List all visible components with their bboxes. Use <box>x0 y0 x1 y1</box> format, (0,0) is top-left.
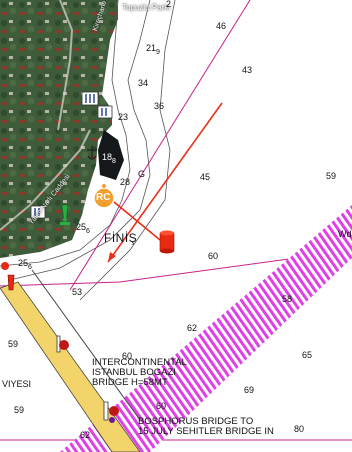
depth-label: 34 <box>138 78 149 88</box>
depth-label: G <box>138 169 146 179</box>
rc-marker-label: RC <box>96 192 111 203</box>
depth-label: 36 <box>154 101 165 111</box>
depth-label: 25 <box>76 222 87 232</box>
depth-label: 23 <box>118 112 129 122</box>
depth-label: 65 <box>302 350 313 360</box>
depth-label: 46 <box>216 21 227 31</box>
place-name-park: Topuzlu Parkı <box>122 3 171 12</box>
road <box>57 0 74 131</box>
boundary-line <box>69 0 251 291</box>
depth-label: 18 <box>102 152 113 162</box>
course-arrow <box>107 102 223 263</box>
restaurant-icon[interactable] <box>81 91 99 106</box>
traffic-lane <box>60 205 352 452</box>
red-buoy-icon[interactable] <box>1 262 9 270</box>
depth-label: 6 <box>28 264 32 271</box>
mark-icon[interactable] <box>56 335 69 353</box>
edge-label-left: VIYESI <box>2 379 32 389</box>
depth-label: 9 <box>156 49 160 56</box>
depth-label: 59 <box>326 171 337 181</box>
depth-label: 58 <box>282 294 293 304</box>
depth-label: 8 <box>112 158 116 165</box>
cove <box>98 130 124 180</box>
depth-label: 59 <box>14 405 25 415</box>
depth-label: 62 <box>80 430 91 440</box>
finish-label: FİNİŞ <box>104 231 138 245</box>
depth-contour <box>9 0 151 281</box>
depth-label: 25 <box>18 258 29 268</box>
depth-label: 60 <box>156 401 167 411</box>
bridge-cable <box>31 269 141 421</box>
depth-contour <box>79 0 176 301</box>
depth-label: 45 <box>200 172 211 182</box>
depth-label: 60 <box>122 351 133 361</box>
depth-contour <box>0 0 131 267</box>
bridge-label-intercontinental: INTERCONTINENTAL ISTANBUL BOGAZI BRIDGE … <box>92 357 187 388</box>
boundary-line <box>0 251 341 287</box>
rc-marker-icon[interactable] <box>93 184 115 209</box>
road <box>0 129 91 231</box>
course-arrow <box>107 196 161 241</box>
depth-label: 60 <box>208 251 219 261</box>
depth-label: 62 <box>187 323 198 333</box>
green-buoy-icon[interactable] <box>60 204 70 225</box>
depth-label: 6 <box>86 228 90 235</box>
depth-label: 43 <box>242 65 253 75</box>
red-buoy-icon[interactable] <box>7 274 15 291</box>
mark-icon[interactable] <box>103 401 119 423</box>
depth-label: 28 <box>120 177 131 187</box>
depth-label: 59 <box>8 339 19 349</box>
depth-label: 2 <box>166 0 172 9</box>
restaurant-icon[interactable] <box>30 205 46 219</box>
depth-label: 69 <box>244 385 255 395</box>
course-arrow-head <box>108 252 116 262</box>
restaurant-icon[interactable] <box>97 105 113 119</box>
bridge-label-bosphorus: BOSPHORUS BRIDGE TO 15 JULY SEHITLER BRI… <box>138 416 274 437</box>
depth-label: 53 <box>72 287 83 297</box>
anchor-icon <box>87 146 97 160</box>
red-buoy-icon[interactable] <box>159 230 175 254</box>
depth-label: 80 <box>294 424 305 434</box>
depth-label: 21 <box>146 43 157 53</box>
edge-label-right: Wd <box>338 229 352 239</box>
